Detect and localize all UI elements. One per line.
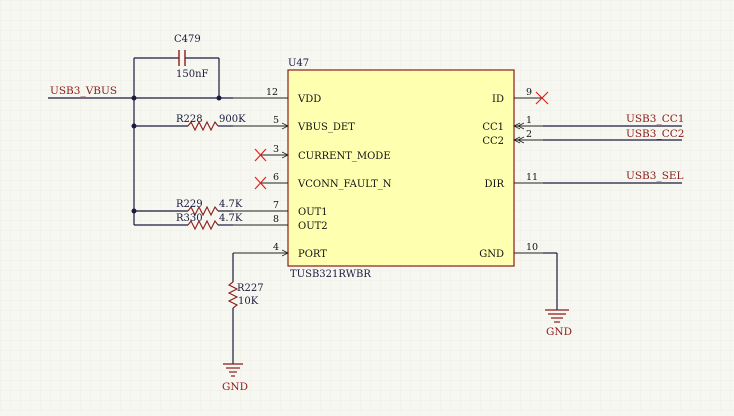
- resistor-symbol[interactable]: [187, 205, 219, 217]
- capacitor-ref: C479: [174, 34, 201, 45]
- pin-number: 8: [273, 214, 279, 225]
- junction-dot: [216, 95, 222, 101]
- resistor-ref: R227: [237, 283, 264, 294]
- input-arrow: [281, 151, 289, 159]
- resistor-symbol[interactable]: [187, 120, 219, 132]
- pin-name: CC1: [482, 122, 504, 133]
- pin-number: 12: [266, 87, 278, 98]
- pin-number: 10: [526, 242, 538, 253]
- pin-name: VBUS_DET: [297, 122, 355, 133]
- capacitor-symbol[interactable]: [178, 50, 186, 66]
- resistor-ref: R229: [176, 199, 203, 210]
- ground-label: GND: [546, 326, 572, 338]
- resistor-ref: R330: [176, 213, 203, 224]
- ground-label: GND: [222, 381, 248, 393]
- pin-number: 1: [526, 115, 532, 126]
- ground-symbol: [223, 363, 243, 377]
- pin-number: 9: [526, 87, 532, 98]
- bidir-arrow: [513, 122, 525, 130]
- pin-number: 11: [526, 172, 538, 183]
- no-connect-marker: [254, 176, 267, 190]
- resistor-value: 900K: [219, 114, 246, 125]
- pin-name: CC2: [482, 136, 504, 147]
- net-label-vbus[interactable]: USB3_VBUS: [50, 85, 117, 97]
- pin-number: 6: [273, 172, 279, 183]
- pin-number: 4: [273, 242, 279, 253]
- resistor-symbol[interactable]: [227, 281, 239, 309]
- pin-number: 2: [526, 129, 532, 140]
- pin-name: PORT: [298, 249, 327, 260]
- capacitor-value: 150nF: [176, 69, 209, 80]
- pin-name: DIR: [485, 179, 505, 190]
- pin-number: 3: [273, 144, 279, 155]
- resistor-value: 4.7K: [219, 213, 243, 224]
- pin-name: OUT1: [298, 207, 328, 218]
- bidir-arrow: [513, 136, 525, 144]
- resistor-ref: R228: [176, 114, 203, 125]
- ground-symbol: [545, 309, 569, 323]
- pin-name: ID: [492, 94, 504, 105]
- net-label-cc1[interactable]: USB3_CC1: [626, 113, 684, 125]
- input-arrow: [281, 122, 289, 130]
- resistor-value: 4.7K: [219, 199, 243, 210]
- net-label-cc2[interactable]: USB3_CC2: [626, 128, 684, 140]
- resistor-value: 10K: [238, 296, 259, 307]
- resistor-symbol[interactable]: [187, 219, 219, 231]
- pin-name: OUT2: [298, 221, 328, 232]
- net-label-sel[interactable]: USB3_SEL: [626, 170, 684, 182]
- no-connect-marker: [254, 148, 267, 162]
- junction-dot: [131, 95, 137, 101]
- pin-name: GND: [479, 249, 504, 260]
- input-arrow: [281, 249, 289, 257]
- chip-part-number: TUSB321RWBR: [290, 269, 371, 280]
- chip-designator: U47: [288, 58, 309, 69]
- pin-name: CURRENT_MODE: [298, 151, 391, 162]
- no-connect-marker: [535, 91, 549, 105]
- chip-body[interactable]: [287, 69, 515, 267]
- pin-number: 5: [273, 115, 279, 126]
- pin-name: VDD: [297, 94, 321, 105]
- pin-number: 7: [273, 200, 279, 211]
- pin-name: VCONN_FAULT_N: [297, 179, 392, 190]
